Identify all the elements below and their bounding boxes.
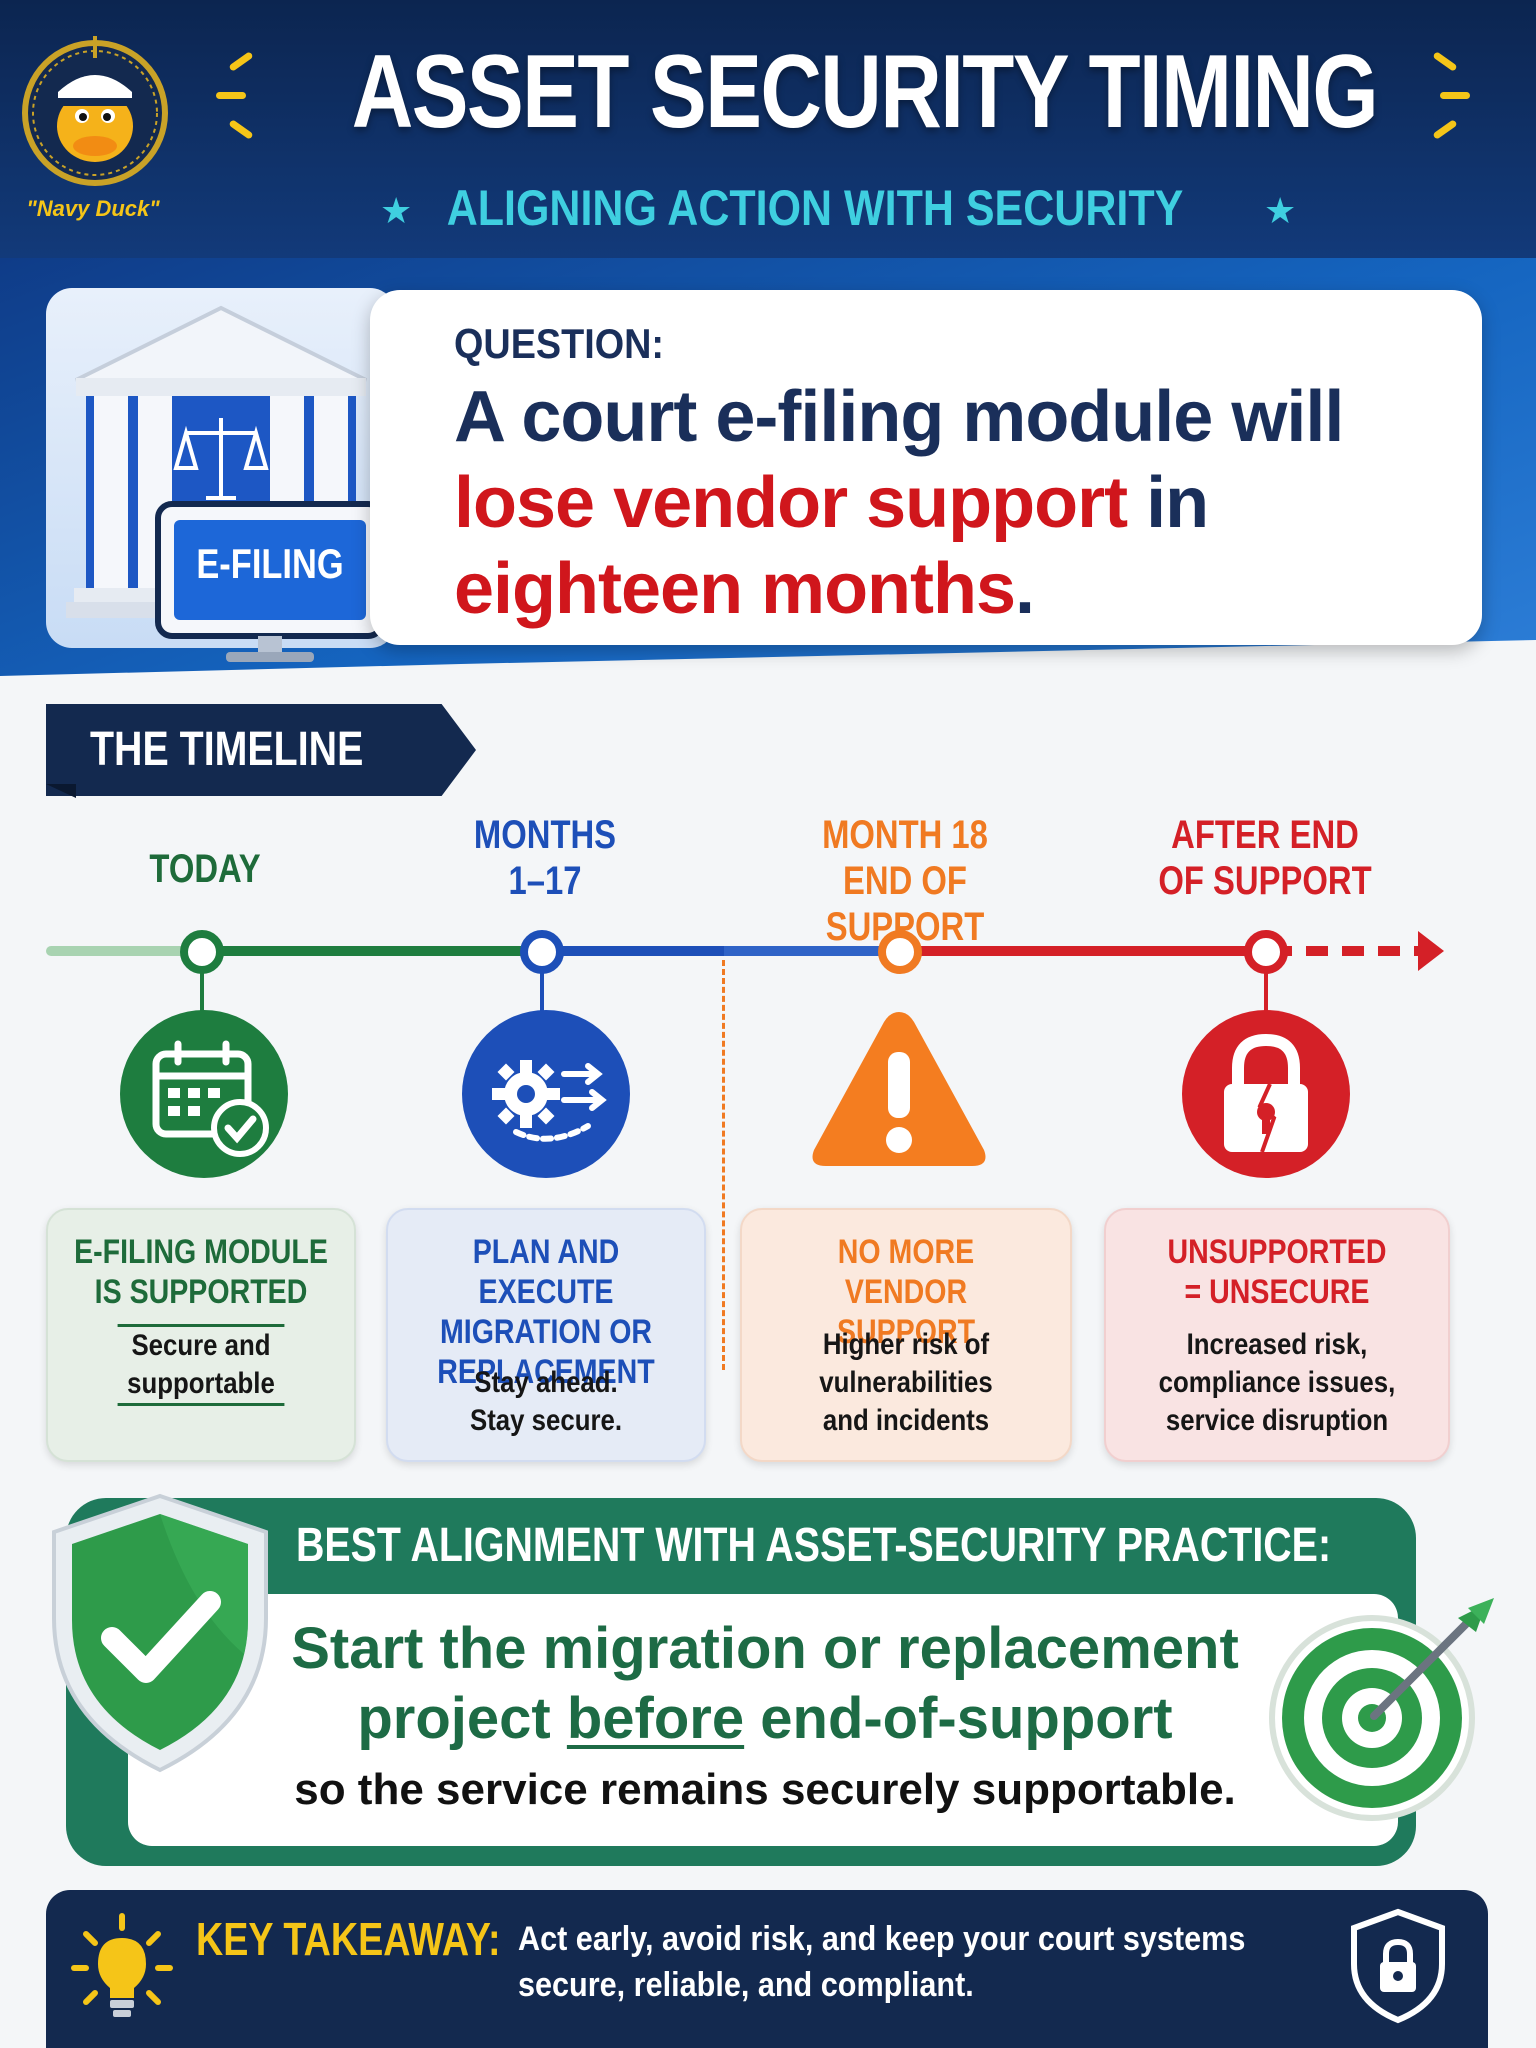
key-takeaway-text: Act early, avoid risk, and keep your cou… — [518, 1920, 1246, 2004]
timeline-line-blue — [546, 946, 724, 956]
best-practice-content — [128, 1594, 1398, 1846]
star-icon: ★ — [380, 190, 413, 231]
page-title: ASSET SECURITY TIMING — [351, 34, 1379, 150]
spark-ray-icon — [228, 51, 254, 72]
timeline-line-green — [206, 946, 546, 956]
spark-ray-icon — [1440, 92, 1470, 99]
question-text-part: . — [1015, 549, 1035, 629]
phase-label-line: 1–17 — [508, 859, 582, 903]
card-title: UNSUPPORTED = UNSECURE — [1167, 1233, 1387, 1311]
key-takeaway-bar — [46, 1890, 1488, 2048]
best-practice-text: project — [357, 1686, 567, 1751]
star-icon: ★ — [1264, 190, 1297, 231]
question-highlight: eighteen months — [454, 549, 1016, 629]
node-stem — [200, 972, 204, 1014]
calendar-check-icon — [120, 1010, 288, 1178]
card-title: E-FILING MODULE IS SUPPORTED — [74, 1233, 328, 1311]
node-stem — [1264, 972, 1268, 1014]
question-text-part: A court e-filing module will — [454, 377, 1344, 457]
timeline-line-past — [46, 946, 206, 956]
best-practice-emphasis: before — [566, 1686, 745, 1751]
best-practice-line2: project before end-of-support — [200, 1690, 1330, 1748]
card-body: Higher risk of vulnerabilities and incid… — [819, 1328, 993, 1437]
phase-label-line: TODAY — [149, 847, 261, 891]
best-practice-line1: Start the migration or replacement — [291, 1616, 1239, 1681]
phase-label-line: AFTER END — [1171, 813, 1359, 857]
phase-card-after: UNSUPPORTED = UNSECURE Increased risk, c… — [1104, 1208, 1450, 1462]
spark-ray-icon — [1432, 119, 1458, 140]
header-banner: "Navy Duck" ASSET SECURITY TIMING ★ ALIG… — [0, 0, 1536, 258]
navy-duck-mascot-icon — [22, 36, 168, 186]
broken-lock-icon — [1182, 1010, 1350, 1178]
timeline-banner — [46, 704, 476, 796]
end-of-support-marker — [722, 960, 725, 1370]
card-title: PLAN AND EXECUTE MIGRATION OR REPLACEMEN… — [437, 1233, 655, 1391]
timeline-line-red — [899, 946, 1265, 956]
timeline-node-months — [520, 930, 564, 974]
phase-label-line: MONTH 18 — [822, 813, 988, 857]
gear-arrows-icon — [462, 1010, 630, 1178]
timeline-node-after — [1244, 930, 1288, 974]
timeline-node-month18 — [878, 930, 922, 974]
phase-label-after: AFTER END OF SUPPORT — [1138, 812, 1392, 904]
phase-card-today: E-FILING MODULE IS SUPPORTED Secure and … — [46, 1208, 356, 1462]
phase-card-month18: NO MORE VENDOR SUPPORT Higher risk of vu… — [740, 1208, 1072, 1462]
best-practice-heading: BEST ALIGNMENT WITH ASSET-SECURITY PRACT… — [296, 1519, 1332, 1572]
phase-label-line: MONTHS — [473, 813, 617, 857]
question-text-part: in — [1127, 463, 1209, 543]
best-practice-line3: so the service remains securely supporta… — [294, 1765, 1236, 1814]
question-card: QUESTION: A court e-filing module will l… — [370, 290, 1482, 645]
spark-ray-icon — [228, 119, 254, 140]
lightbulb-icon — [71, 1913, 173, 2017]
phase-label-today: TODAY — [103, 846, 308, 892]
best-practice-text: end-of-support — [744, 1686, 1173, 1751]
card-body: Increased risk, compliance issues, servi… — [1158, 1328, 1396, 1437]
phase-label-line: OF SUPPORT — [1158, 859, 1372, 903]
shield-lock-icon — [1351, 1908, 1445, 2024]
card-body: Stay ahead. Stay secure. — [469, 1366, 623, 1437]
page-subtitle: ALIGNING ACTION WITH SECURITY — [446, 180, 1184, 236]
card-body: Secure and supportable — [117, 1324, 285, 1406]
question-text: A court e-filing module will lose vendor… — [454, 374, 1454, 632]
phase-card-months: PLAN AND EXECUTE MIGRATION OR REPLACEMEN… — [386, 1208, 706, 1462]
target-arrow-icon — [1269, 1598, 1494, 1821]
timeline-line-dashed — [1270, 946, 1430, 956]
spark-ray-icon — [216, 92, 246, 99]
timeline-heading: THE TIMELINE — [90, 723, 364, 776]
spark-ray-icon — [1432, 51, 1458, 72]
timeline-arrow-icon — [1418, 931, 1444, 971]
node-stem — [540, 972, 544, 1014]
warning-icon — [812, 1012, 986, 1166]
timeline-line-blue2 — [724, 946, 899, 956]
question-highlight: lose vendor support — [454, 463, 1128, 543]
card-title: NO MORE VENDOR SUPPORT — [836, 1233, 976, 1351]
shield-check-icon — [52, 1493, 268, 1773]
phase-label-month18: MONTH 18 END OF SUPPORT — [770, 812, 1041, 950]
question-label: QUESTION: — [454, 320, 665, 367]
phase-label-line: END OF SUPPORT — [825, 859, 985, 949]
timeline-node-today — [180, 930, 224, 974]
phase-label-months: MONTHS 1–17 — [426, 812, 664, 904]
mascot-caption: "Navy Duck" — [26, 196, 160, 221]
screen-label: E-FILING — [196, 540, 344, 587]
key-takeaway-label: KEY TAKEAWAY: — [196, 1913, 501, 1965]
